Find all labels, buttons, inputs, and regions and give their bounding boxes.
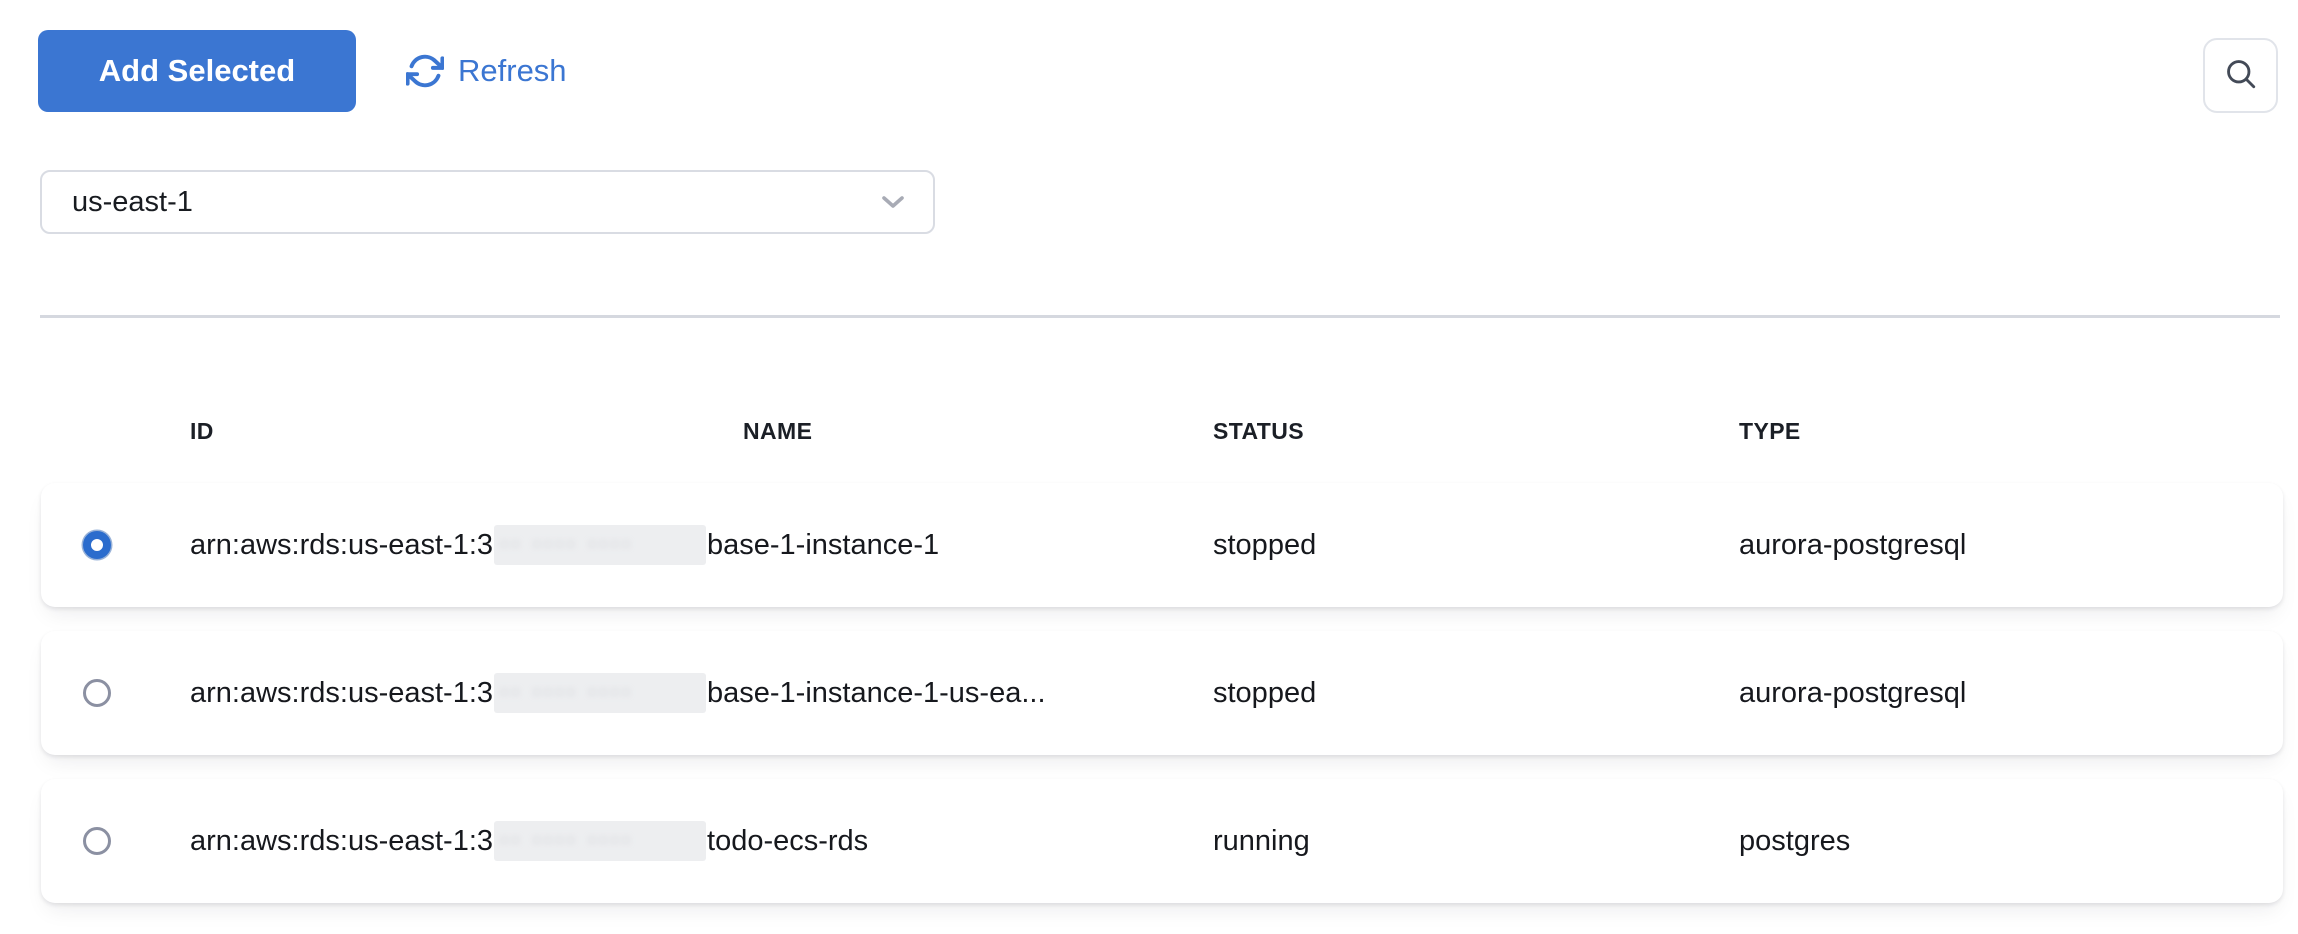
radio-cell	[41, 679, 190, 707]
status-cell: stopped	[1213, 676, 1317, 709]
instance-id-prefix: arn:aws:rds:us-east-1:3	[190, 528, 494, 561]
refresh-button[interactable]: Refresh	[406, 52, 567, 90]
type-cell: aurora-postgresql	[1739, 528, 1967, 561]
radio-button[interactable]	[83, 679, 111, 707]
type-cell: aurora-postgresql	[1739, 676, 1967, 709]
search-icon	[2223, 56, 2259, 95]
radio-button[interactable]	[83, 531, 111, 559]
column-header-id: ID	[190, 417, 214, 444]
table-row[interactable]: arn:aws:rds:us-east-1:3 ·· ···· ···· bas…	[41, 631, 2283, 755]
instance-id: arn:aws:rds:us-east-1:3 ·· ···· ···· bas…	[190, 525, 1213, 565]
toolbar: Add Selected Refresh	[0, 0, 2298, 112]
redacted-text: ·· ···· ····	[494, 673, 707, 713]
instance-id-suffix: todo-ecs-rds	[707, 824, 869, 857]
instance-id-suffix: base-1-instance-1-us-ea...	[707, 676, 1046, 709]
column-header-name: NAME	[743, 417, 813, 444]
type-cell: postgres	[1739, 824, 1851, 857]
table-header-row: ID NAME STATUS TYPE	[41, 416, 2283, 446]
redacted-text: ·· ···· ····	[494, 821, 707, 861]
divider	[40, 315, 2280, 318]
region-select-value: us-east-1	[72, 185, 193, 218]
radio-cell	[41, 827, 190, 855]
column-header-status: STATUS	[1213, 417, 1304, 444]
radio-cell	[41, 531, 190, 559]
refresh-label: Refresh	[458, 53, 567, 88]
instance-id-prefix: arn:aws:rds:us-east-1:3	[190, 824, 494, 857]
add-selected-button[interactable]: Add Selected	[38, 30, 356, 112]
refresh-icon	[406, 52, 444, 90]
search-button[interactable]	[2203, 38, 2278, 113]
radio-button[interactable]	[83, 827, 111, 855]
redacted-text: ·· ···· ····	[494, 525, 707, 565]
table-row[interactable]: arn:aws:rds:us-east-1:3 ·· ···· ···· bas…	[41, 483, 2283, 607]
region-select[interactable]: us-east-1	[40, 170, 935, 234]
status-cell: stopped	[1213, 528, 1317, 561]
instance-id-suffix: base-1-instance-1	[707, 528, 940, 561]
chevron-down-icon	[879, 186, 907, 219]
status-cell: running	[1213, 824, 1310, 857]
instance-id: arn:aws:rds:us-east-1:3 ·· ···· ···· tod…	[190, 821, 1213, 861]
instances-table: arn:aws:rds:us-east-1:3 ·· ···· ···· bas…	[41, 483, 2298, 903]
instance-id: arn:aws:rds:us-east-1:3 ·· ···· ···· bas…	[190, 673, 1213, 713]
instance-id-prefix: arn:aws:rds:us-east-1:3	[190, 676, 494, 709]
table-row[interactable]: arn:aws:rds:us-east-1:3 ·· ···· ···· tod…	[41, 779, 2283, 903]
column-header-type: TYPE	[1739, 417, 1801, 444]
